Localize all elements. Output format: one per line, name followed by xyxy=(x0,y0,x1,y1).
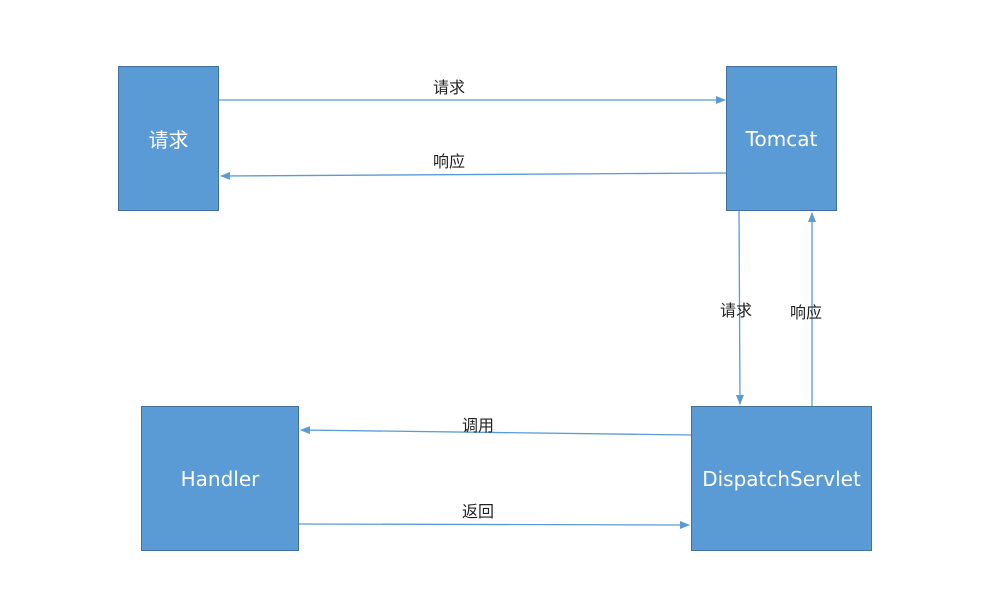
tomcat-node: Tomcat xyxy=(726,66,837,211)
edge-label-tomcat-to-client: 响应 xyxy=(433,152,466,171)
edge-label-tomcat-to-dispatch: 请求 xyxy=(720,301,753,320)
dispatch-servlet-label: DispatchServlet xyxy=(702,466,861,491)
arrow-tomcat-to-dispatch xyxy=(735,210,744,405)
arrow-tomcat-to-client xyxy=(220,171,727,180)
edge-label-dispatch-to-tomcat: 响应 xyxy=(790,303,823,322)
edge-label-client-to-tomcat: 请求 xyxy=(433,78,466,97)
handler-node: Handler xyxy=(141,406,299,551)
tomcat-label: Tomcat xyxy=(745,126,818,151)
client-request-node: 请求 xyxy=(118,66,219,211)
edge-label-dispatch-to-handler: 调用 xyxy=(462,416,495,435)
dispatch-servlet-node: DispatchServlet xyxy=(691,406,872,551)
client-request-label: 请求 xyxy=(148,128,189,152)
handler-label: Handler xyxy=(180,466,260,491)
arrow-dispatch-to-handler xyxy=(300,426,692,436)
arrow-handler-to-dispatch xyxy=(298,520,690,529)
edge-label-handler-to-dispatch: 返回 xyxy=(462,502,495,521)
